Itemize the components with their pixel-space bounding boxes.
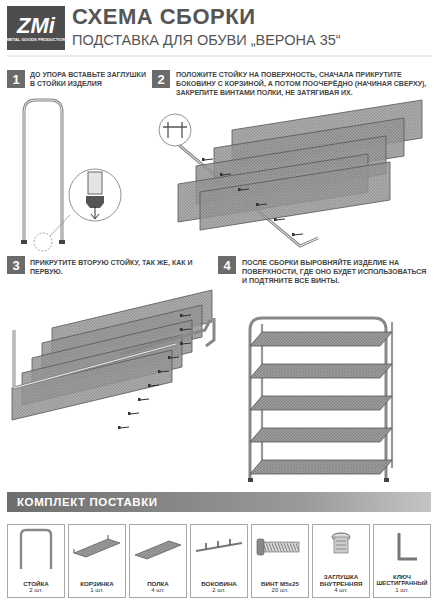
part-name: КОРЗИНКА [71, 580, 123, 587]
part-name: ВИНТ M5x25 [254, 580, 306, 587]
step-number-text: 2 [157, 73, 164, 86]
part-quantity: 2 шт. [10, 587, 62, 594]
side-icon [196, 539, 242, 551]
step-number-text: 4 [223, 259, 230, 272]
stand-icon [21, 530, 51, 569]
kit-item-box: СТОЙКА2 шт. [7, 524, 65, 598]
step-number: 2 [152, 70, 170, 88]
kit-item-box: ЗАГЛУШКА ВНУТРЕННЯЯ4 шт. [312, 524, 370, 598]
screw-icon [257, 539, 299, 555]
part-name: ЗАГЛУШКА ВНУТРЕННЯЯ [315, 573, 367, 587]
step3-assembly [12, 290, 214, 429]
part-quantity: 1 шт. [71, 587, 123, 594]
kit-item-box: ПОЛКА4 шт. [129, 524, 187, 598]
part-quantity: 2 шт. [193, 587, 245, 594]
brand-tagline: METAL GOODS PRODUCTION [6, 38, 65, 43]
shoe-rack [248, 318, 392, 482]
instruction: ПРИКРУТИТЕ ВТОРУЮ СТОЙКУ, ТАК ЖЕ, КАК И … [30, 258, 210, 276]
instruction: ПОЛОЖИТЕ СТОЙКУ НА ПОВЕРХНОСТЬ, СНАЧАЛА … [176, 70, 432, 97]
part-name: КЛЮЧ ШЕСТИГРАННЫЙ [376, 574, 428, 588]
shelf-icon [135, 541, 181, 559]
step-number: 3 [7, 256, 25, 274]
part-quantity: 1 шт. [376, 587, 428, 594]
part-quantity: 4 шт. [132, 587, 184, 594]
step-number-text: 1 [12, 73, 19, 86]
part-name: БОКОВИНА [193, 580, 245, 587]
divider [7, 56, 431, 57]
key-icon [399, 533, 417, 559]
section-heading: КОМПЛЕКТ ПОСТАВКИ [17, 496, 158, 508]
kit-item-box: КЛЮЧ ШЕСТИГРАННЫЙ1 шт. [373, 524, 431, 598]
instruction: ПОСЛЕ СБОРКИ ВЫРОВНЯЙТЕ ИЗДЕЛИЕ НА ПОВЕР… [242, 258, 432, 285]
step-number: 1 [7, 70, 25, 88]
part-quantity: 20 шт. [254, 587, 306, 594]
plug-icon [332, 533, 350, 553]
instruction: ДО УПОРА ВСТАВЬТЕ ЗАГЛУШКИ В СТОЙКИ ИЗДЕ… [30, 70, 148, 88]
kit-item-box: КОРЗИНКА1 шт. [68, 524, 126, 598]
part-name: СТОЙКА [10, 580, 62, 587]
part-quantity: 4 шт. [315, 587, 367, 594]
kit-item-box: ВИНТ M5x2520 шт. [251, 524, 309, 598]
subtitle: ПОДСТАВКА ДЛЯ ОБУВИ „ВЕРОНА 35“ [72, 31, 434, 50]
step-number: 4 [218, 256, 236, 274]
kit-item-box: БОКОВИНА2 шт. [190, 524, 248, 598]
brand-name: ZMi [17, 14, 55, 38]
part-name: ПОЛКА [132, 580, 184, 587]
logo-box: ZMiMETAL GOODS PRODUCTION [7, 6, 65, 50]
title: СХЕМА СБОРКИ [72, 4, 255, 30]
stand-frame [21, 100, 121, 251]
basket-icon [74, 535, 120, 557]
step2-assembly [159, 100, 422, 246]
section-band: КОМПЛЕКТ ПОСТАВКИ [7, 492, 431, 512]
step-number-text: 3 [12, 259, 19, 272]
